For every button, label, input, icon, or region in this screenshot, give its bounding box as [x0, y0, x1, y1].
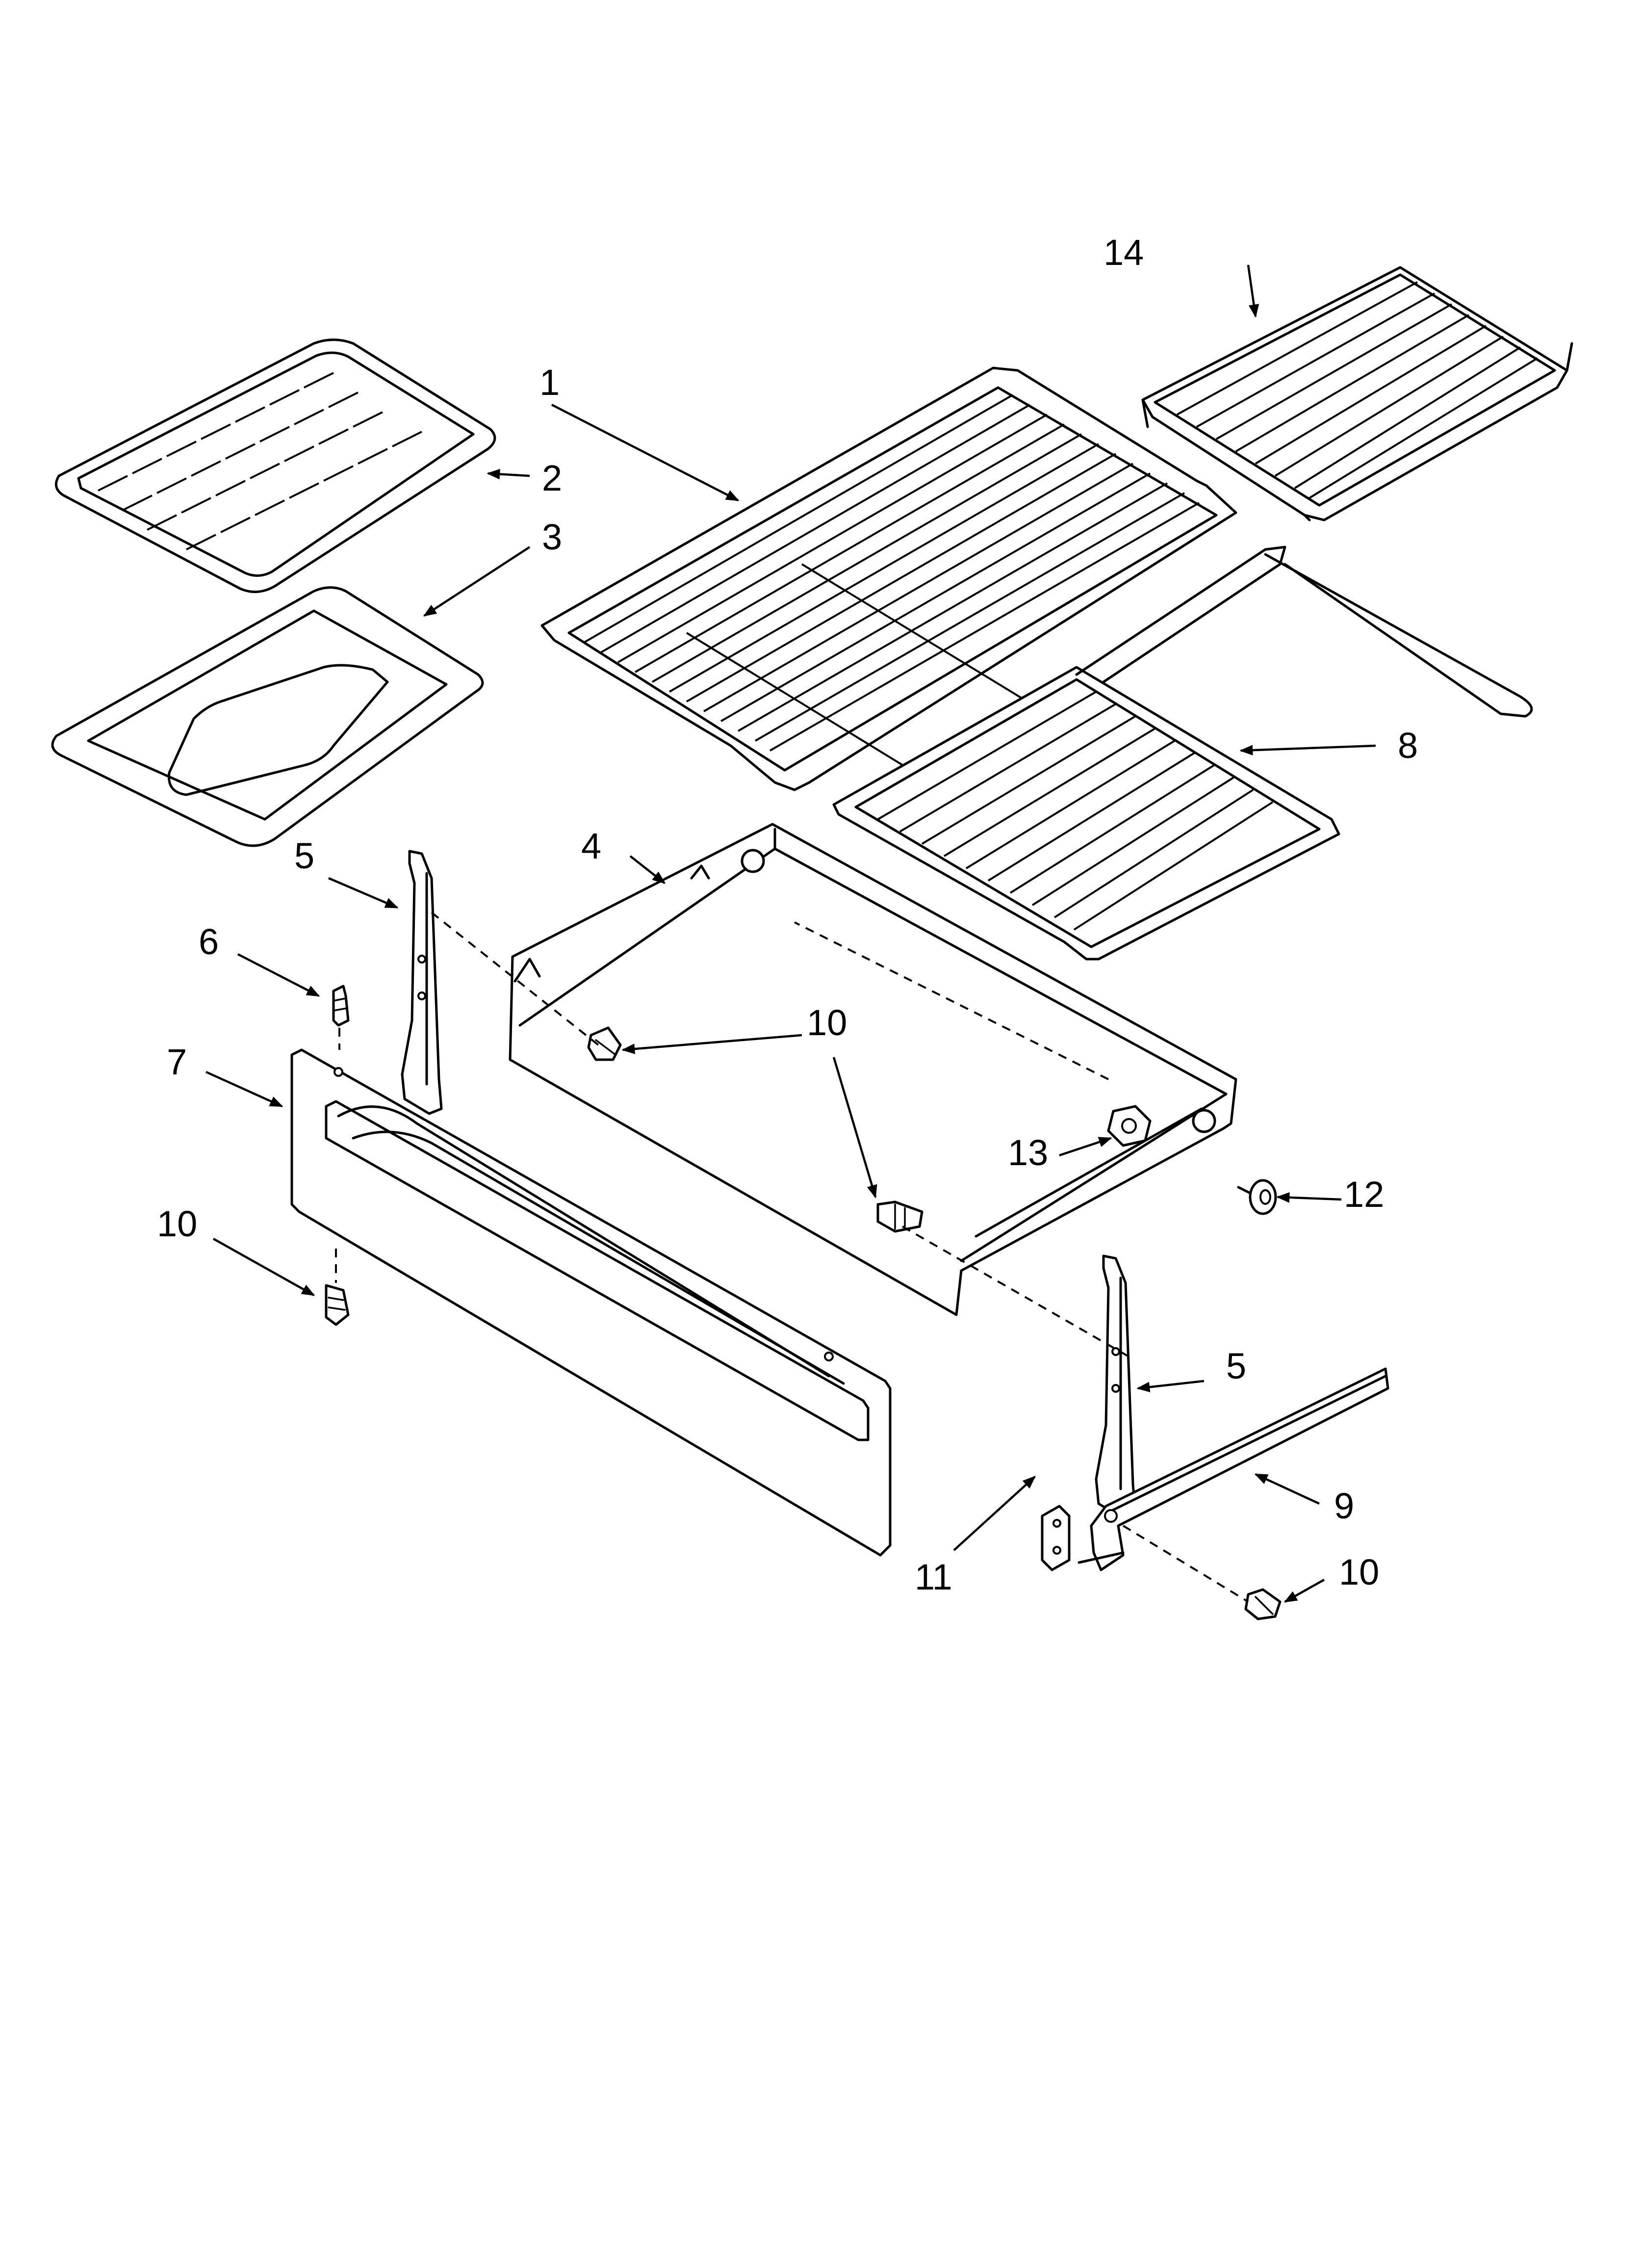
screw-drawer-center	[876, 1200, 924, 1233]
callout-10-left: 10	[157, 1203, 197, 1244]
callout-9: 9	[1334, 1486, 1354, 1526]
assembly-lines	[335, 912, 1249, 1603]
callout-10-drawer: 10	[807, 1002, 847, 1043]
drawer-slide-right	[1095, 1254, 1137, 1520]
callout-12: 12	[1344, 1174, 1384, 1215]
callout-1: 1	[539, 362, 560, 403]
callout-2: 2	[542, 458, 562, 498]
callout-7: 7	[167, 1042, 187, 1082]
roller	[1237, 1179, 1277, 1215]
broiler-pan	[51, 586, 484, 847]
drawer-rail	[1078, 1367, 1389, 1571]
callout-5-left: 5	[294, 835, 314, 876]
broiler-pan-grid	[54, 339, 496, 593]
callout-6: 6	[199, 921, 219, 962]
screw-left	[325, 1284, 350, 1326]
drawer-slide-left	[401, 850, 443, 1115]
callout-5-right: 5	[1226, 1346, 1246, 1386]
screw-drawer-left	[587, 1026, 622, 1061]
leader-lines	[205, 264, 1376, 1603]
bracket	[1041, 1505, 1071, 1571]
callout-4: 4	[581, 826, 601, 866]
callout-3: 3	[542, 517, 562, 557]
callout-13: 13	[1008, 1132, 1048, 1173]
callout-labels: 1 2 3 14 8 4 5 6 7 10 10 13 12 5 9 11 10	[157, 232, 1418, 1597]
drawer-body	[509, 823, 1237, 1316]
pin	[332, 985, 350, 1027]
callout-11: 11	[915, 1557, 952, 1597]
screw-rail	[1244, 1588, 1282, 1620]
callout-10-rail: 10	[1339, 1552, 1379, 1592]
callout-14: 14	[1103, 232, 1144, 273]
callout-8: 8	[1398, 725, 1418, 766]
nut	[1107, 1105, 1152, 1147]
drawer-front-panel	[290, 1048, 892, 1557]
small-rack	[1141, 266, 1573, 521]
half-rack	[832, 546, 1533, 961]
oven-rack	[540, 366, 1237, 835]
